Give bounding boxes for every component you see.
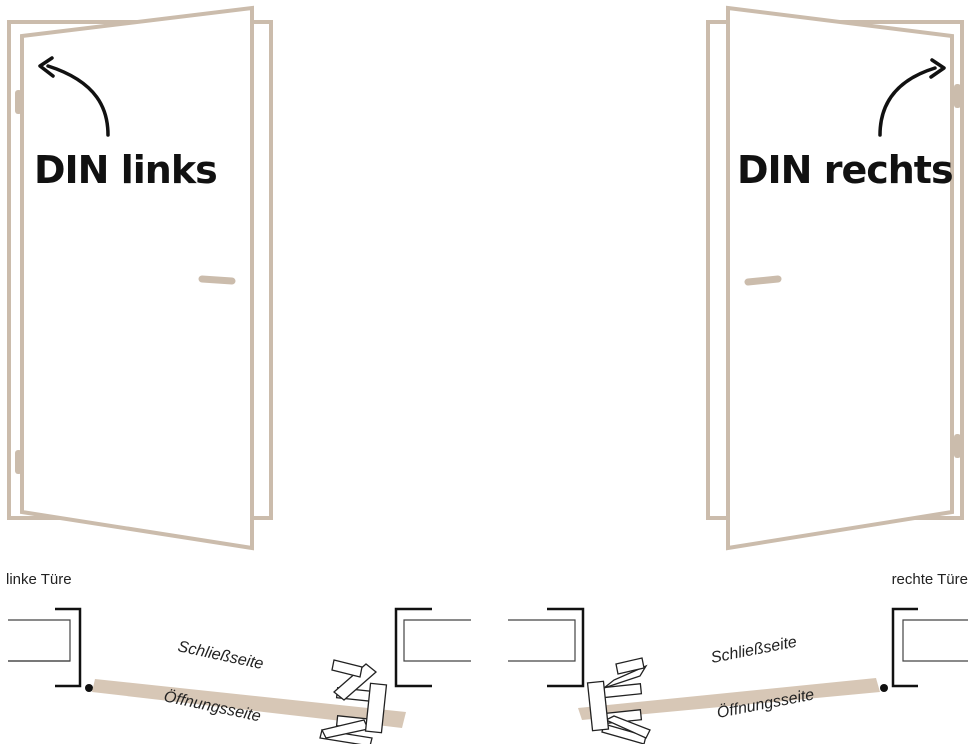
left-door-elevation: DIN links (7, 5, 273, 551)
right-lower-hinge (954, 434, 961, 458)
right-arrow-head (929, 58, 946, 79)
right-door-title: DIN rechts (737, 148, 953, 192)
right-hinge-pivot (880, 684, 888, 692)
right-hinge-jamb (902, 619, 968, 662)
left-hinge-pivot (85, 684, 93, 692)
left-door-leaf (20, 5, 254, 551)
right-closing-side: Schließseite (710, 634, 799, 667)
right-lock-jamb (508, 619, 576, 662)
left-closing-side: Schließseite (176, 638, 265, 673)
left-floor-plan: Schließseite Öffnungsseite (8, 607, 471, 744)
right-plan-leaf (578, 678, 880, 720)
left-hinge-rebate (55, 607, 82, 688)
left-side-caption: linke Türe (6, 571, 72, 588)
left-upper-hinge (15, 90, 22, 114)
left-arrow-head (38, 56, 55, 78)
left-door-title: DIN links (34, 148, 217, 192)
left-plan-handle (319, 659, 388, 744)
left-lock-jamb (403, 619, 471, 662)
right-plan-handle (586, 657, 651, 744)
right-door-leaf (726, 5, 954, 551)
left-opening-arrow (46, 64, 110, 137)
right-door-handle (744, 275, 782, 286)
right-opening-arrow (878, 66, 937, 137)
left-lock-rebate (394, 607, 432, 688)
right-lock-rebate (547, 607, 585, 688)
right-floor-plan: Schließseite Öffnungsseite (508, 607, 968, 744)
left-hinge-jamb (8, 619, 71, 662)
right-door-elevation: DIN rechts (706, 5, 964, 551)
right-side-caption: rechte Türe (892, 571, 968, 588)
left-plan-leaf (92, 679, 406, 728)
left-lower-hinge (15, 450, 22, 474)
right-upper-hinge (954, 84, 961, 108)
right-hinge-rebate (891, 607, 918, 688)
left-door-handle (198, 275, 236, 285)
